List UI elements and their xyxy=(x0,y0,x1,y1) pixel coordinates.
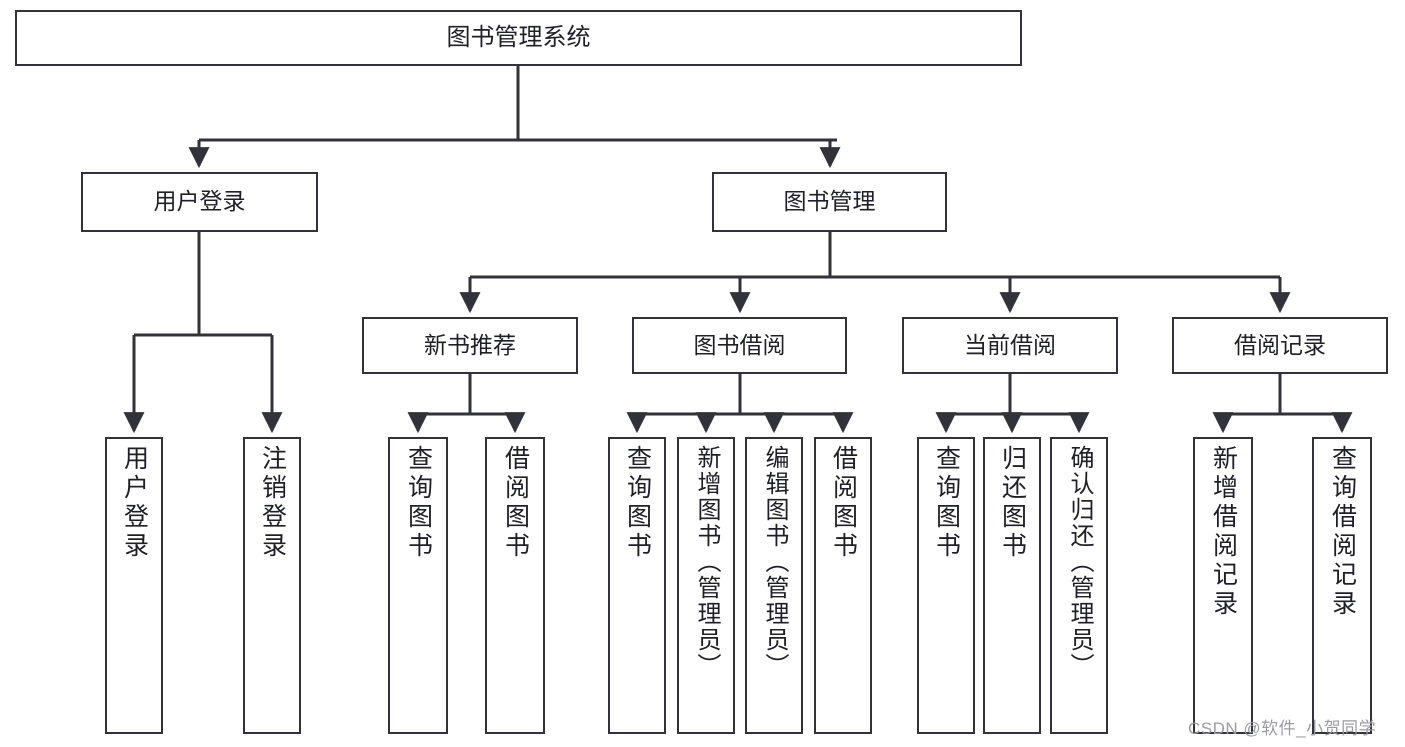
node-leaf-1-label: 用户登录 xyxy=(120,445,149,561)
node-root[interactable]: 图书管理系统 xyxy=(15,10,1022,66)
node-leaf-10[interactable]: 归还图书 xyxy=(983,437,1041,734)
node-leaf-13[interactable]: 查询借阅记录 xyxy=(1312,437,1372,734)
node-leaf-3[interactable]: 查询图书 xyxy=(388,437,448,734)
node-leaf-4[interactable]: 借阅图书 xyxy=(485,437,545,734)
node-leaf-7[interactable]: 编辑图书（管理员） xyxy=(745,437,803,734)
node-leaf-11[interactable]: 确认归还（管理员） xyxy=(1050,437,1108,734)
node-leaf-1[interactable]: 用户登录 xyxy=(105,437,163,734)
node-leaf-11-label: 确认归还（管理员） xyxy=(1066,445,1093,679)
node-level3-1-label: 新书推荐 xyxy=(424,331,516,358)
node-leaf-6[interactable]: 新增图书（管理员） xyxy=(677,437,735,734)
node-leaf-8[interactable]: 借阅图书 xyxy=(814,437,872,734)
node-leaf-7-label: 编辑图书（管理员） xyxy=(761,445,788,679)
node-level3-2[interactable]: 图书借阅 xyxy=(632,317,847,374)
node-leaf-6-label: 新增图书（管理员） xyxy=(693,445,720,679)
node-level2-1[interactable]: 用户登录 xyxy=(81,172,318,232)
node-level3-3-label: 当前借阅 xyxy=(964,331,1056,358)
node-leaf-9-label: 查询图书 xyxy=(932,445,961,561)
node-leaf-4-label: 借阅图书 xyxy=(501,445,530,561)
node-level2-2[interactable]: 图书管理 xyxy=(712,172,947,232)
node-leaf-3-label: 查询图书 xyxy=(404,445,433,561)
node-leaf-5[interactable]: 查询图书 xyxy=(608,437,666,734)
node-level3-4[interactable]: 借阅记录 xyxy=(1172,317,1388,374)
node-level3-4-label: 借阅记录 xyxy=(1234,331,1326,358)
node-leaf-10-label: 归还图书 xyxy=(998,445,1027,561)
node-leaf-5-label: 查询图书 xyxy=(623,445,652,561)
node-leaf-8-label: 借阅图书 xyxy=(829,445,858,561)
node-level2-2-label: 图书管理 xyxy=(783,188,876,215)
node-leaf-2[interactable]: 注销登录 xyxy=(243,437,301,734)
node-leaf-2-label: 注销登录 xyxy=(258,445,287,561)
node-level3-3[interactable]: 当前借阅 xyxy=(902,317,1118,374)
node-leaf-12[interactable]: 新增借阅记录 xyxy=(1193,437,1253,734)
node-leaf-12-label: 新增借阅记录 xyxy=(1209,445,1238,619)
node-level3-2-label: 图书借阅 xyxy=(693,331,786,358)
node-level3-1[interactable]: 新书推荐 xyxy=(362,317,578,374)
node-leaf-13-label: 查询借阅记录 xyxy=(1328,445,1357,619)
node-level2-1-label: 用户登录 xyxy=(153,188,246,215)
node-root-label: 图书管理系统 xyxy=(446,23,591,51)
node-leaf-9[interactable]: 查询图书 xyxy=(917,437,975,734)
